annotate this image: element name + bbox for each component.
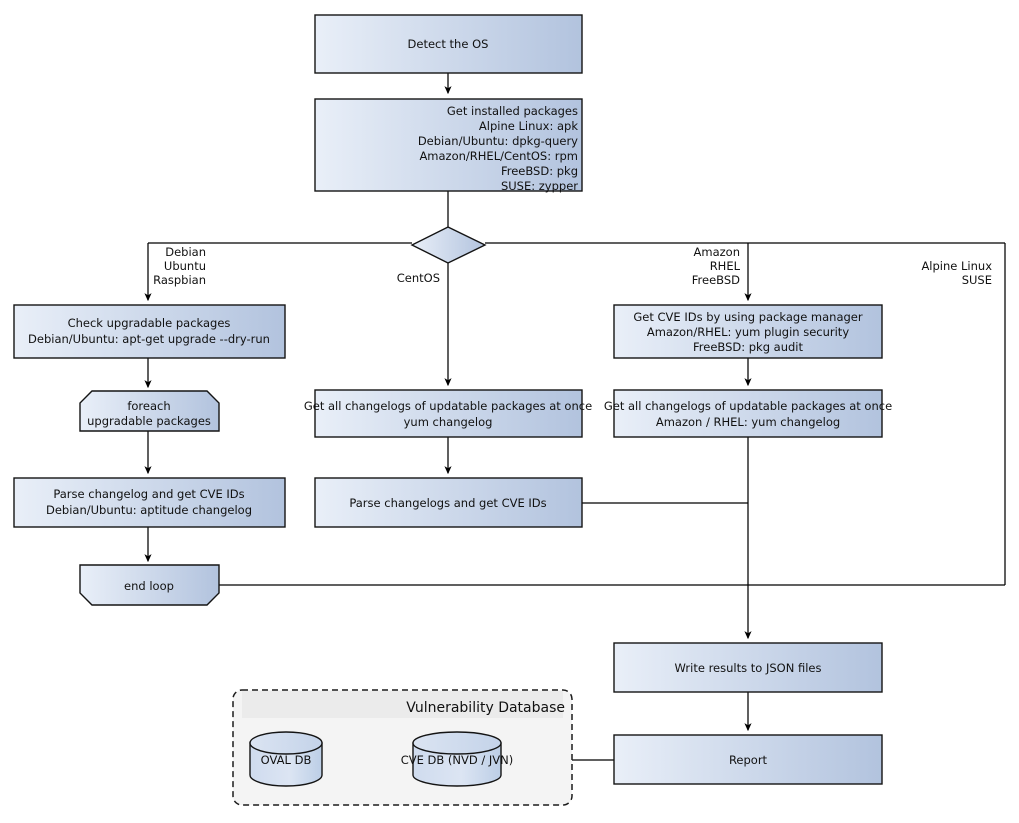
node-detect-os-box[interactable] [314, 14, 583, 74]
node-changelogs-amazon[interactable]: Get all changelogs of updatable packages… [604, 389, 892, 438]
node-changelogs-centos[interactable]: Get all changelogs of updatable packages… [304, 389, 592, 438]
database-oval-db-label: OVAL DB [261, 753, 312, 767]
node-report-label: Report [729, 753, 768, 767]
branch-label-left-2: Raspbian [153, 273, 206, 287]
node-get-installed-line-1: Alpine Linux: apk [479, 119, 578, 133]
database-cve-db-label: CVE DB (NVD / JVN) [401, 753, 514, 767]
database-oval-db[interactable]: OVAL DB [249, 731, 323, 787]
node-changelogs-centos-line-0: Get all changelogs of updatable packages… [304, 399, 592, 413]
database-cve-db[interactable]: CVE DB (NVD / JVN) [401, 731, 514, 787]
node-get-cve-package-manager-box[interactable] [613, 304, 883, 359]
node-os-decision-diamond[interactable] [410, 226, 487, 264]
branch-label-right: Amazon RHEL FreeBSD [692, 245, 741, 287]
node-changelogs-centos-box[interactable] [314, 389, 583, 438]
node-foreach-line-0: foreach [127, 399, 170, 413]
database-oval-db-body[interactable] [249, 742, 323, 787]
vulnerability-database-group: Vulnerability Database OVAL DB CVE DB (N… [232, 689, 573, 806]
branch-label-right-1: RHEL [710, 259, 741, 273]
node-os-decision[interactable] [410, 226, 487, 264]
node-get-installed-line-4: FreeBSD: pkg [501, 164, 578, 178]
node-foreach-line-1: upgradable packages [87, 414, 211, 428]
branch-label-right-0: Amazon [694, 245, 740, 259]
node-changelogs-amazon-box[interactable] [613, 389, 883, 438]
node-get-cve-line-2: FreeBSD: pkg audit [693, 340, 804, 354]
node-detect-os[interactable]: Detect the OS [314, 14, 583, 74]
node-check-upgradable-box[interactable] [13, 304, 286, 359]
node-detect-os-label: Detect the OS [408, 37, 489, 51]
node-end-loop-label: end loop [124, 579, 174, 593]
database-cve-db-body[interactable] [412, 742, 502, 787]
node-get-installed-line-2: Debian/Ubuntu: dpkg-query [418, 134, 578, 148]
branch-label-center: CentOS [397, 271, 440, 285]
node-get-installed-line-5: SUSE: zypper [501, 179, 578, 193]
node-write-json-label: Write results to JSON files [675, 661, 822, 675]
branch-label-left-1: Ubuntu [164, 259, 206, 273]
connectors [144, 73, 1006, 761]
database-cve-db-top [412, 731, 502, 755]
branch-label-far-right-1: SUSE [962, 273, 992, 287]
node-parse-changelogs-centos-label: Parse changelogs and get CVE IDs [349, 496, 546, 510]
branch-label-center-0: CentOS [397, 271, 440, 285]
node-parse-changelog-debian-line-1: Debian/Ubuntu: aptitude changelog [46, 503, 252, 517]
node-write-json[interactable]: Write results to JSON files [613, 642, 883, 693]
node-foreach[interactable]: foreach upgradable packages [79, 390, 220, 432]
branch-label-far-right-0: Alpine Linux [921, 259, 992, 273]
database-oval-db-top [249, 731, 323, 755]
node-check-upgradable-line-0: Check upgradable packages [68, 316, 231, 330]
node-report[interactable]: Report [613, 734, 883, 785]
node-get-installed-line-0: Get installed packages [447, 104, 578, 118]
node-parse-changelogs-centos[interactable]: Parse changelogs and get CVE IDs [314, 477, 583, 528]
node-changelogs-centos-line-1: yum changelog [404, 415, 493, 429]
node-end-loop-shape[interactable] [79, 564, 220, 606]
branch-label-left: Debian Ubuntu Raspbian [153, 245, 206, 287]
node-foreach-shape[interactable] [79, 390, 220, 432]
node-changelogs-amazon-line-1: Amazon / RHEL: yum changelog [656, 415, 840, 429]
node-get-installed-packages[interactable]: Get installed packages Alpine Linux: apk… [314, 98, 583, 193]
node-write-json-box[interactable] [613, 642, 883, 693]
node-parse-changelog-debian-line-0: Parse changelog and get CVE IDs [53, 487, 244, 501]
node-check-upgradable-line-1: Debian/Ubuntu: apt-get upgrade --dry-run [28, 332, 270, 346]
branch-label-far-right: Alpine Linux SUSE [921, 259, 992, 287]
node-parse-changelog-debian-box[interactable] [13, 477, 286, 528]
node-get-installed-packages-box[interactable] [314, 98, 583, 192]
node-end-loop[interactable]: end loop [79, 564, 220, 606]
branch-label-left-0: Debian [165, 245, 206, 259]
node-check-upgradable[interactable]: Check upgradable packages Debian/Ubuntu:… [13, 304, 286, 359]
node-get-installed-line-3: Amazon/RHEL/CentOS: rpm [419, 149, 578, 163]
node-parse-changelogs-centos-box[interactable] [314, 477, 583, 528]
vulnerability-database-title: Vulnerability Database [406, 700, 565, 716]
node-changelogs-amazon-line-0: Get all changelogs of updatable packages… [604, 399, 892, 413]
vulnerability-database-header [242, 691, 563, 718]
node-get-cve-line-0: Get CVE IDs by using package manager [633, 310, 863, 324]
branch-label-right-2: FreeBSD [692, 273, 740, 287]
node-report-box[interactable] [613, 734, 883, 785]
node-get-cve-package-manager[interactable]: Get CVE IDs by using package manager Ama… [613, 304, 883, 359]
node-parse-changelog-debian[interactable]: Parse changelog and get CVE IDs Debian/U… [13, 477, 286, 528]
node-get-cve-line-1: Amazon/RHEL: yum plugin security [647, 325, 849, 339]
